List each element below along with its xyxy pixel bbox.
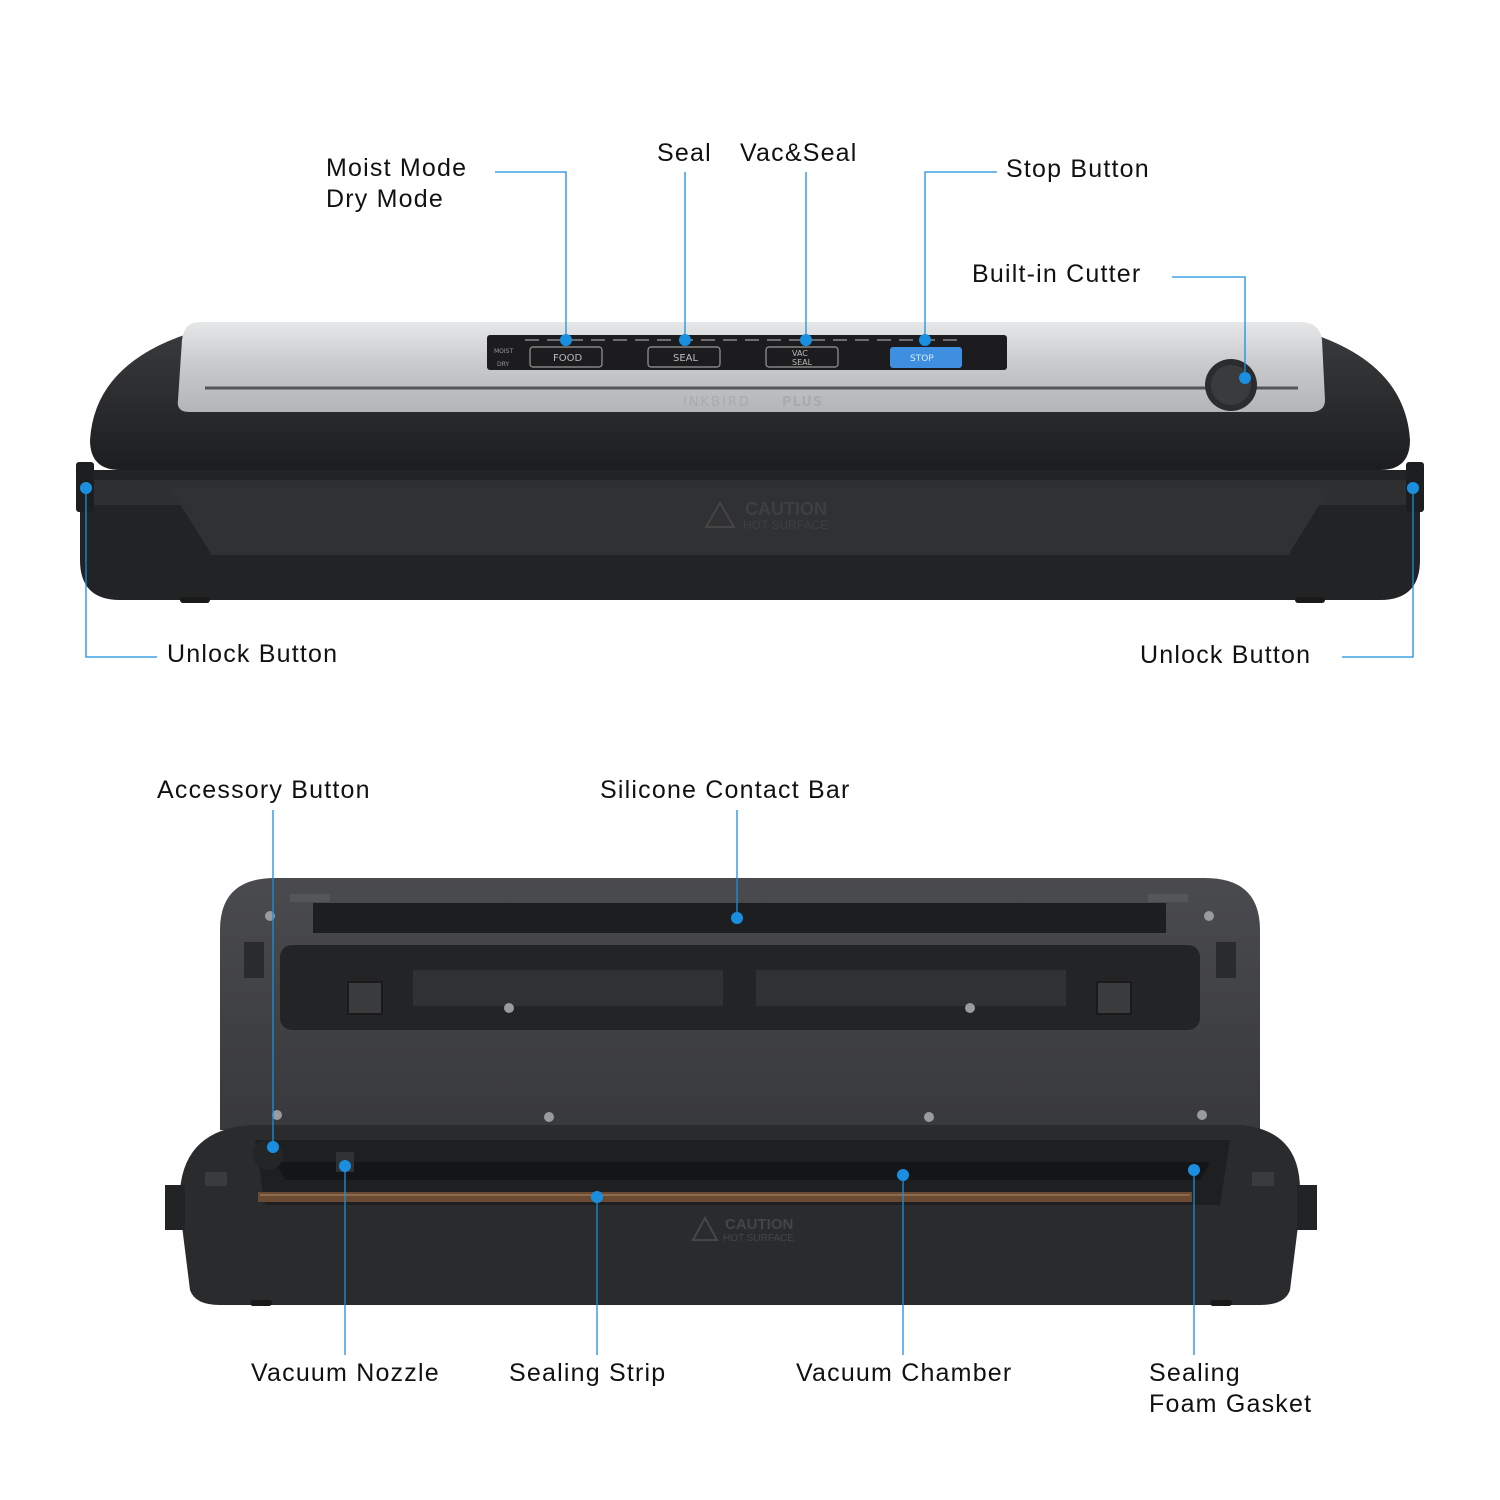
vac-seal-button[interactable] bbox=[765, 346, 839, 368]
silicone-contact-bar-label: Silicone Contact Bar bbox=[600, 776, 851, 804]
built-in-cutter-label: Built-in Cutter bbox=[972, 260, 1142, 288]
seal-button[interactable] bbox=[647, 346, 721, 368]
brand-logo: INKBIRD bbox=[683, 395, 751, 410]
leader-lines bbox=[85, 171, 1414, 1355]
dry-label: DRY bbox=[497, 361, 509, 368]
sealing-foam-gasket-label-2: Foam Gasket bbox=[1149, 1390, 1313, 1418]
vacuum-chamber-label: Vacuum Chamber bbox=[796, 1359, 1013, 1387]
caution-icon-open bbox=[691, 1215, 719, 1241]
sealing-strip-label: Sealing Strip bbox=[509, 1359, 667, 1387]
sealing-strip bbox=[258, 1192, 1192, 1202]
caution-label: CAUTION bbox=[745, 499, 827, 519]
food-button-label: FOOD bbox=[553, 353, 582, 364]
hot-surface-label: HOT SURFACE bbox=[743, 518, 828, 532]
stop-button[interactable] bbox=[890, 347, 962, 368]
callout-dots bbox=[80, 334, 1419, 1203]
brand-logo-plus: PLUS bbox=[782, 395, 823, 410]
caution-icon bbox=[704, 501, 736, 528]
sealing-foam-gasket-label-1: Sealing bbox=[1149, 1359, 1241, 1387]
vac-seal-label: SEAL bbox=[792, 358, 813, 367]
seal-button-label: SEAL bbox=[673, 353, 699, 364]
caution-label-open: CAUTION bbox=[725, 1216, 793, 1233]
hot-surface-label-open: HOT SURFACE bbox=[723, 1233, 794, 1244]
food-button[interactable] bbox=[529, 346, 603, 368]
dry-mode-label: Dry Mode bbox=[326, 185, 444, 213]
closed-sealer: MOIST DRY FOOD SEAL VAC SEAL STOP INKBIR… bbox=[76, 322, 1424, 603]
unlock-button-left-label: Unlock Button bbox=[167, 640, 339, 668]
seal-label: Seal bbox=[657, 139, 712, 167]
accessory-button-label: Accessory Button bbox=[157, 776, 371, 804]
vac-label: VAC bbox=[792, 349, 808, 358]
moist-mode-label: Moist Mode bbox=[326, 154, 468, 182]
stop-button-label: STOP bbox=[910, 354, 934, 364]
vac-seal-label: Vac&Seal bbox=[740, 139, 858, 167]
open-sealer: CAUTION HOT SURFACE bbox=[165, 878, 1317, 1306]
vacuum-nozzle-label: Vacuum Nozzle bbox=[251, 1359, 440, 1387]
stop-button-label: Stop Button bbox=[1006, 155, 1150, 183]
moist-label: MOIST bbox=[494, 348, 513, 355]
unlock-button-right-label: Unlock Button bbox=[1140, 641, 1312, 669]
